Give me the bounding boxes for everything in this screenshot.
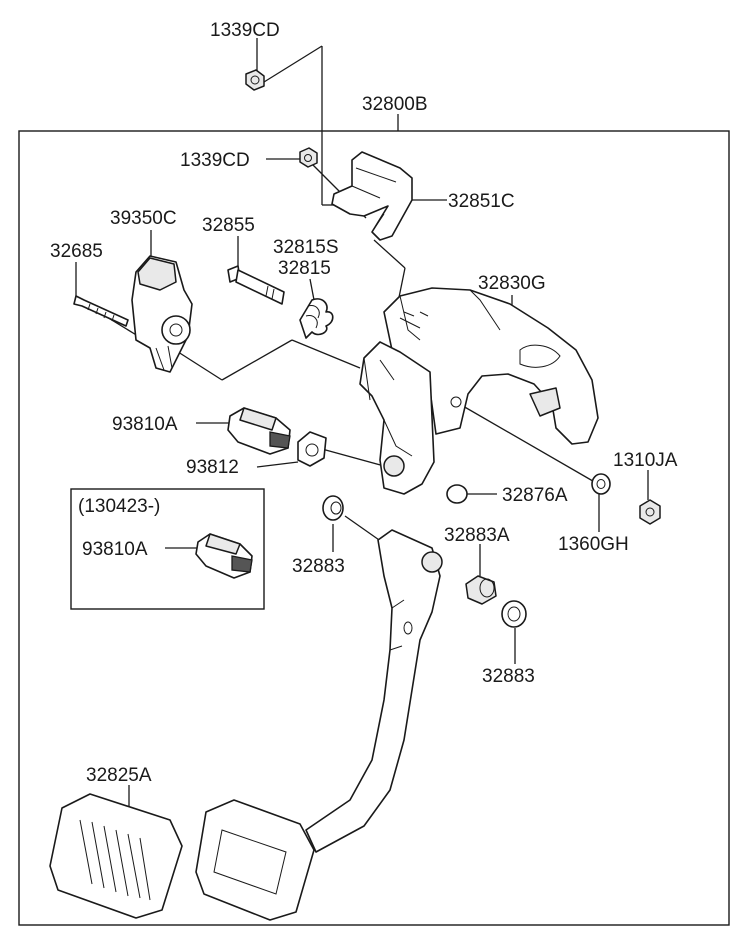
part-labels: 1339CD 32800B 1339CD 32851C 39350C 32855… [50, 20, 678, 786]
label-collar: 32883A [444, 525, 510, 546]
label-bushing-right: 32883 [482, 666, 535, 687]
inset-switch-icon [195, 533, 253, 579]
label-sensor: 39350C [110, 208, 177, 229]
pedal-pivot-icon [359, 341, 435, 495]
label-washer: 1360GH [558, 534, 629, 555]
label-nut-right: 1310JA [613, 450, 678, 471]
screw-icon [73, 295, 129, 327]
collar-icon [465, 575, 497, 605]
label-inset: (130423-) [78, 496, 160, 517]
nut-mid-icon [299, 147, 318, 168]
washer-icon [591, 473, 611, 495]
member-icon [383, 287, 599, 445]
label-switch-clip: 93812 [186, 457, 239, 478]
label-switch: 93810A [112, 414, 178, 435]
label-bracket: 32851C [448, 191, 515, 212]
label-nut-mid: 1339CD [180, 150, 250, 171]
spring-icon [299, 298, 334, 339]
bushing-left-icon [322, 495, 344, 521]
label-inset-switch: 93810A [82, 539, 148, 560]
nut-top-icon [245, 69, 265, 91]
inset-frame [70, 488, 265, 610]
bushing-right-icon [501, 600, 527, 628]
pedal-foot-icon [195, 799, 315, 921]
pedal-arm-icon [305, 529, 443, 853]
label-screw: 32685 [50, 241, 103, 262]
label-spring: 32815 [278, 258, 331, 279]
bracket-icon [331, 151, 413, 241]
stopper-icon [446, 484, 468, 504]
label-spring-s: 32815S [273, 237, 339, 258]
pedal-pad-icon [49, 793, 183, 919]
label-pad: 32825A [86, 765, 152, 786]
sensor-icon [131, 255, 193, 373]
label-assembly: 32800B [362, 94, 428, 115]
label-stopper: 32876A [502, 485, 568, 506]
label-bushing-left: 32883 [292, 556, 345, 577]
label-nut-top: 1339CD [210, 20, 280, 41]
bolt-icon [227, 265, 285, 305]
assembly-frame [18, 130, 730, 926]
switch-clip-icon [297, 431, 327, 467]
switch-icon [227, 407, 291, 455]
label-member: 32830G [478, 273, 546, 294]
label-bolt: 32855 [202, 215, 255, 236]
nut-right-icon [639, 499, 661, 525]
